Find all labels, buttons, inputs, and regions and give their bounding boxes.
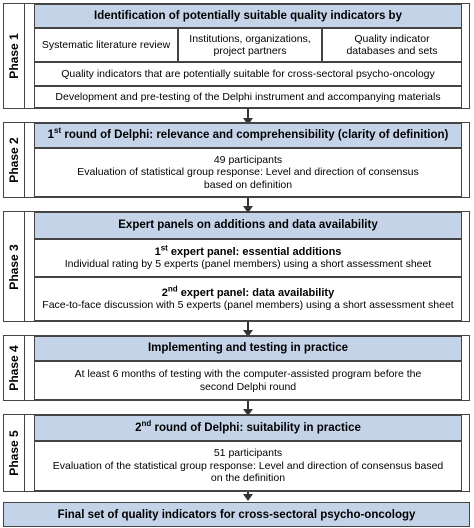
phase-2-header: 1st round of Delphi: relevance and compr… [34,123,462,148]
phase-2-header-sup: st [54,126,62,136]
phase-1-potential-indicators: Quality indicators that are potentially … [34,62,462,86]
phase-2-label: Phase 2 [3,122,25,198]
phase-2-evaluation: Evaluation of statistical group response… [77,166,419,191]
phase-4-header: Implementing and testing in practice [34,336,462,361]
phase-3-text: Phase 3 [7,243,21,290]
phase-1-header: Identification of potentially suitable q… [34,4,462,28]
source-databases: Quality indicator databases and sets [322,28,462,62]
phase-1-text: Phase 1 [7,33,21,79]
phase-1-delphi-development: Development and pre-testing of the Delph… [34,86,462,108]
phase-4-bracket [25,335,470,401]
phase-5-header: 2nd round of Delphi: suitability in prac… [34,415,462,441]
phase-3-label: Phase 3 [3,211,25,322]
phase-2-header-text: round of Delphi: relevance and comprehen… [61,129,449,142]
phase-3-header: Expert panels on additions and data avai… [34,212,462,239]
panel-2-description: Face-to-face discussion with 5 experts (… [42,299,454,311]
phase-2-text: Phase 2 [7,137,21,183]
phase-1-label: Phase 1 [3,3,25,109]
phase-5-header-num: 2 [135,421,142,434]
phase-5-label: Phase 5 [3,414,25,492]
phase-3-panel-2: 2nd expert panel: data availability Face… [34,277,462,321]
phase-2-bracket [25,122,470,198]
phase-4-testing: At least 6 months of testing with the co… [74,368,422,393]
phase-2-header-num: 1 [47,129,55,142]
phase-5-header-text: round of Delphi: suitability in practice [151,421,361,434]
phase-4-body: At least 6 months of testing with the co… [34,361,462,400]
phase-2-body: 49 participants Evaluation of statistica… [34,148,462,197]
phase-5-text: Phase 5 [7,430,21,476]
phase-3-bracket [25,211,470,322]
source-literature-review: Systematic literature review [34,28,178,62]
phase-5-body: 51 participants Evaluation of the statis… [34,441,462,491]
phase-5-evaluation: Evaluation of the statistical group resp… [52,459,444,485]
source-institutions: Institutions, organizations, project par… [178,28,322,62]
panel-2-title: 2nd expert panel: data availability [161,283,335,299]
phase-5-header-sup: nd [141,418,152,428]
phase-4-text: Phase 4 [7,345,21,391]
panel-1-title: 1st expert panel: essential additions [154,242,342,258]
phase-5-bracket [25,414,470,492]
final-indicator-set: Final set of quality indicators for cros… [3,502,470,527]
panel-1-description: Individual rating by 5 experts (panel me… [64,258,432,270]
phase-3-panel-1: 1st expert panel: essential additions In… [34,239,462,277]
phase-4-label: Phase 4 [3,335,25,401]
phase-1-bracket [25,3,470,109]
phase-5-participants: 51 participants [213,447,283,460]
phase-2-participants: 49 participants [213,153,283,166]
